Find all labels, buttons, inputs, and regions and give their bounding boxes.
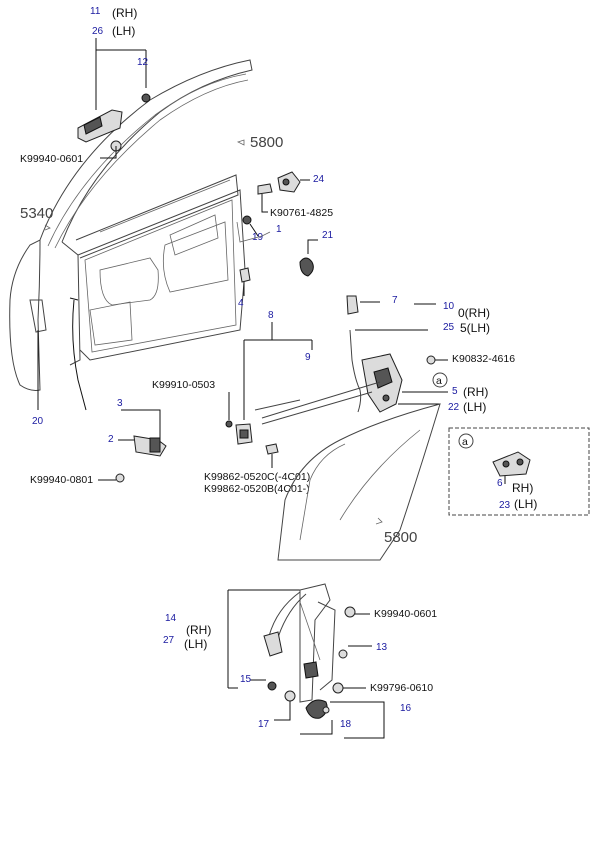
callout-15: 15 (240, 674, 252, 685)
partno-reg-bolt-2: K99796-0610 (370, 682, 433, 694)
partno-check-bolt: K99940-0801 (30, 474, 93, 486)
callout-25: 25 (443, 322, 455, 333)
partno-lock-screw-2: K99862-0520B(4C01-) (204, 483, 310, 495)
callout-24: 24 (313, 174, 325, 185)
handle-grommet (141, 93, 151, 103)
callout-2: 2 (108, 434, 114, 445)
callout-4: 4 (238, 298, 244, 309)
door-check-group: 3 2 K99940-0801 (30, 398, 167, 486)
latch-screw (426, 355, 436, 365)
side-rh-6: RH) (512, 481, 533, 495)
side-rh-10: 0(RH) (458, 306, 490, 320)
detail-marker-box: a (462, 436, 468, 448)
callout-22: 22 (448, 402, 460, 413)
reg-bolt-2 (332, 682, 344, 694)
side-rh-14: (RH) (186, 623, 211, 637)
ref-door-frame: 5800 (250, 134, 283, 151)
callout-26: 26 (92, 26, 104, 37)
side-rh-11: (RH) (112, 6, 137, 20)
side-lh-22: (LH) (463, 400, 486, 414)
partno-handle-bolt: K99940-0601 (20, 153, 83, 165)
callout-1: 1 (276, 224, 282, 235)
callout-10: 10 (443, 301, 455, 312)
partno-reg-bolt: K99940-0601 (374, 608, 437, 620)
partno-latch-screw: K90832-4616 (452, 353, 515, 365)
side-lh-26: (LH) (112, 24, 135, 38)
door-glass: 5800 (277, 403, 441, 561)
callout-7: 7 (392, 295, 398, 306)
callout-14: 14 (165, 613, 177, 624)
callout-8: 8 (268, 310, 274, 321)
side-rh-5: (RH) (463, 385, 488, 399)
latch-group: 7 10 0(RH) 25 5(LH) K90832-4616 a 5 (RH)… (261, 295, 515, 425)
reg-bolt-13 (338, 649, 348, 659)
rod-clip (225, 420, 233, 428)
partno-rod-clip: K99910-0503 (152, 379, 215, 391)
callout-11: 11 (90, 6, 101, 17)
lock-actuator-21 (299, 257, 314, 277)
reg-nut-15 (267, 681, 277, 691)
callout-3: 3 (117, 398, 123, 409)
callout-12: 12 (137, 57, 149, 68)
ref-door-panel: 5340 (20, 205, 53, 222)
side-lh-23: (LH) (514, 497, 537, 511)
callout-13: 13 (376, 642, 388, 653)
partno-lock-screw-1: K99862-0520C(-4C01) (204, 471, 310, 483)
latch-cap (346, 295, 359, 315)
callout-6: 6 (497, 478, 503, 489)
grommet-19 (242, 215, 252, 225)
inside-handle-group: 8 9 K99910-0503 K99862-0520C(-4C01) K998… (152, 310, 313, 495)
outside-handle-group: 11 (RH) 26 (LH) 12 K99940-0601 (20, 6, 151, 165)
ref-glass: 5800 (384, 529, 417, 546)
callout-20: 20 (32, 416, 44, 427)
callout-23: 23 (499, 500, 511, 511)
callout-9: 9 (305, 352, 311, 363)
striker-group: 24 K90761-4825 19 1 21 4 (236, 171, 334, 309)
lock-screw (265, 443, 279, 455)
callout-18: 18 (340, 719, 352, 730)
check-bolt (115, 473, 125, 483)
door-illustration: 5340 5800 (9, 59, 283, 411)
callout-5: 5 (452, 386, 458, 397)
side-lh-27: (LH) (184, 637, 207, 651)
partno-striker-bolt: K90761-4825 (270, 207, 333, 219)
side-lh-25: 5(LH) (460, 321, 490, 335)
detail-marker: a (436, 375, 442, 387)
crank-washer (284, 690, 296, 702)
reg-bolt (344, 606, 356, 618)
callout-16: 16 (400, 703, 412, 714)
detail-a-box: a 6 RH) 23 (LH) (448, 427, 590, 516)
lock-cylinder (492, 451, 531, 477)
callout-27: 27 (163, 635, 175, 646)
regulator-group: 14 (RH) 27 (LH) K99940-0601 13 15 K99796… (163, 583, 437, 739)
callout-17: 17 (258, 719, 270, 730)
callout-21: 21 (322, 230, 334, 241)
